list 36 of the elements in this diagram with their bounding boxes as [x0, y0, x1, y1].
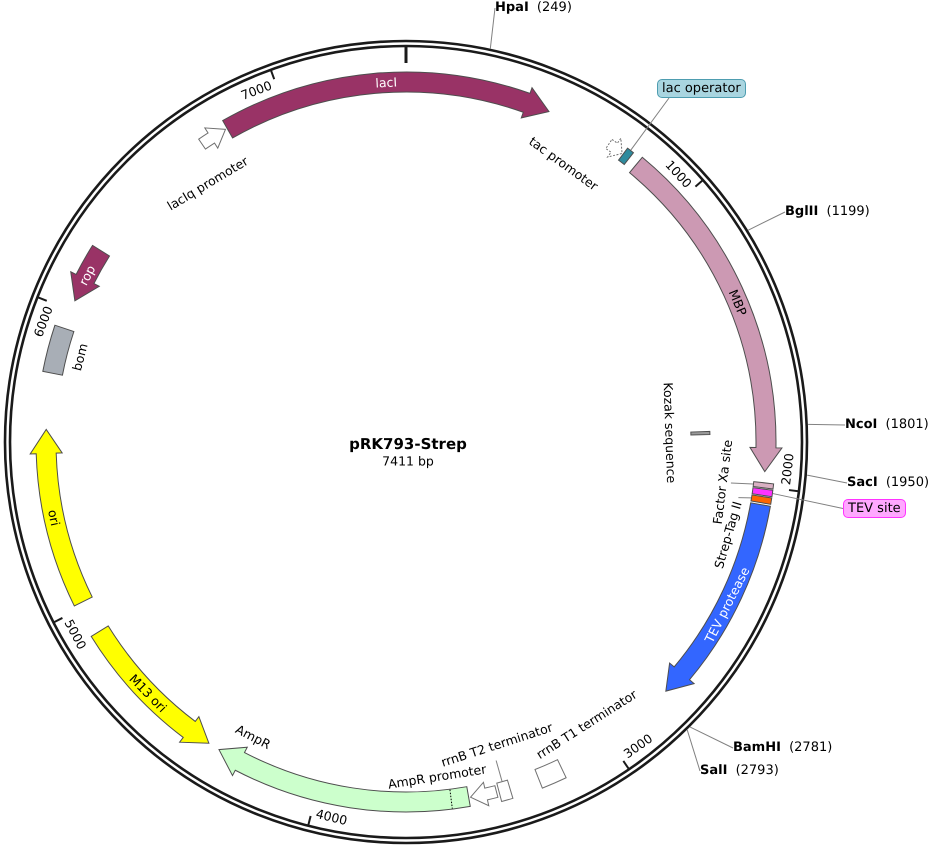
restriction-site-label: SacI (1950) — [847, 475, 930, 491]
tick-label: 7000 — [238, 78, 274, 103]
tag-block — [750, 494, 772, 505]
leader-line — [748, 212, 786, 231]
feature-label: Kozak sequence — [660, 382, 680, 484]
tick-label: 6000 — [30, 304, 56, 340]
callout-label: TEV site — [843, 499, 906, 518]
site-block — [752, 487, 774, 498]
leader-line — [772, 493, 844, 509]
restriction-site-label: BamHI (2781) — [733, 740, 832, 756]
tick-label: 2000 — [778, 452, 797, 486]
leader-line — [730, 482, 754, 484]
leader-line — [496, 760, 502, 782]
operator-block — [618, 148, 634, 166]
feature-label: rop — [76, 262, 98, 288]
feature-label: MBP — [726, 287, 750, 318]
restriction-site-label: SalI (2793) — [700, 763, 779, 779]
size-label: 7411 bp — [382, 454, 434, 468]
leader-line — [738, 497, 752, 498]
feature-label: lacI — [374, 74, 398, 91]
leader-line — [806, 474, 848, 484]
leader-line — [686, 729, 700, 772]
restriction-site-label: BglII (1199) — [785, 204, 870, 220]
tick-label: 4000 — [314, 806, 349, 828]
leader-line — [690, 726, 734, 748]
terminator-block — [496, 780, 514, 802]
feature-label: bom — [69, 342, 91, 372]
leader-line — [808, 424, 846, 426]
map-title: pRK793-Strep — [349, 435, 467, 453]
site-block — [752, 481, 774, 490]
callout-label: lac operator — [657, 79, 746, 98]
restriction-site-label: NcoI (1801) — [845, 417, 929, 433]
leader-line — [490, 8, 496, 49]
feature-label: ori — [45, 508, 64, 528]
leader-line — [630, 98, 670, 151]
restriction-site-label: HpaI (249) — [495, 0, 572, 16]
